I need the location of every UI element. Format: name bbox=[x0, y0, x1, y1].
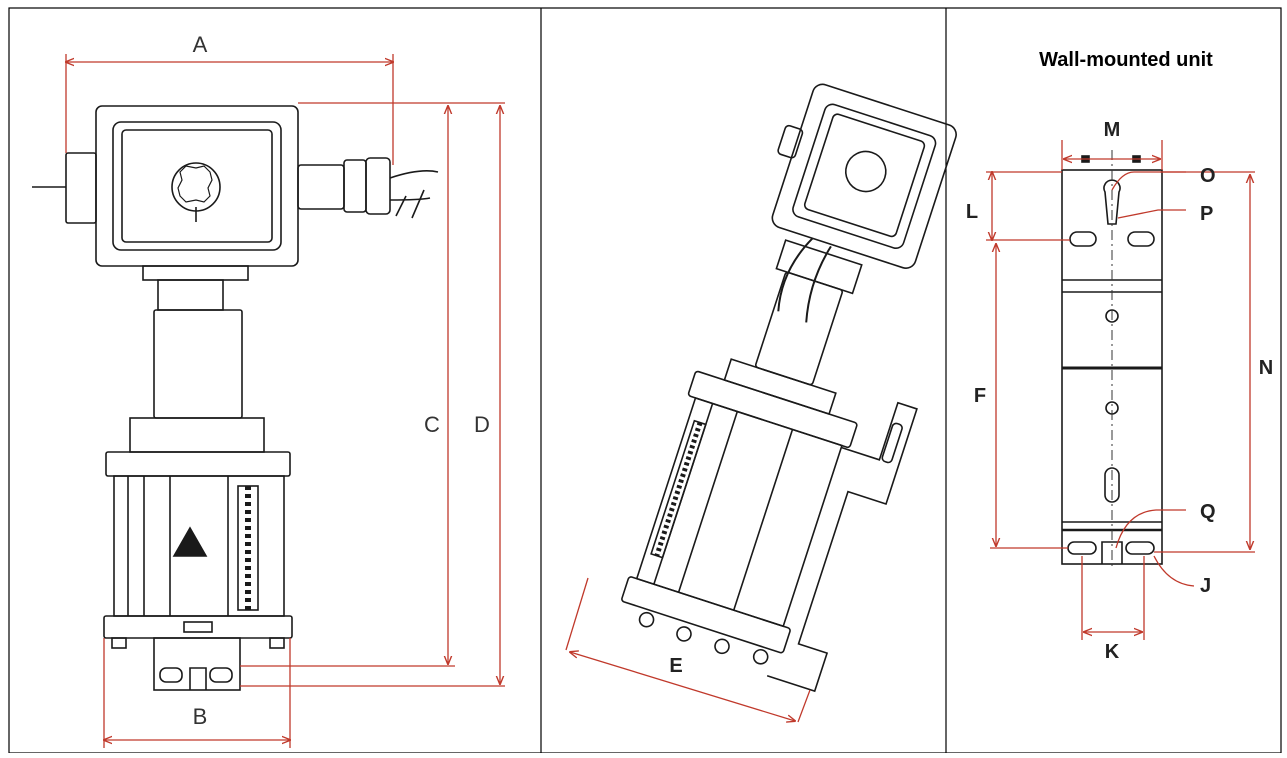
label-n: N bbox=[1259, 357, 1273, 379]
label-q: Q bbox=[1200, 501, 1216, 523]
perspective-view-panel bbox=[621, 83, 957, 693]
label-f: F bbox=[974, 385, 986, 407]
label-c: C bbox=[424, 412, 440, 437]
wall-unit-dimensions bbox=[986, 140, 1255, 640]
label-o: O bbox=[1200, 165, 1216, 187]
dial-icon bbox=[171, 162, 221, 212]
label-m: M bbox=[1104, 119, 1121, 141]
label-e: E bbox=[669, 655, 682, 677]
label-a: A bbox=[193, 32, 208, 57]
front-dimensions bbox=[66, 54, 505, 748]
label-k: K bbox=[1105, 641, 1120, 663]
label-p: P bbox=[1200, 203, 1213, 225]
table-border bbox=[8, 7, 1282, 754]
wall-unit-panel bbox=[1061, 150, 1163, 570]
label-l: L bbox=[966, 201, 978, 223]
perspective-dimension bbox=[565, 577, 811, 722]
wall-unit-title: Wall-mounted unit bbox=[1039, 49, 1213, 71]
label-b: B bbox=[193, 704, 208, 729]
front-view-panel bbox=[32, 105, 439, 691]
label-j: J bbox=[1200, 575, 1211, 597]
label-d: D bbox=[474, 412, 490, 437]
warning-triangle-icon bbox=[172, 526, 208, 557]
